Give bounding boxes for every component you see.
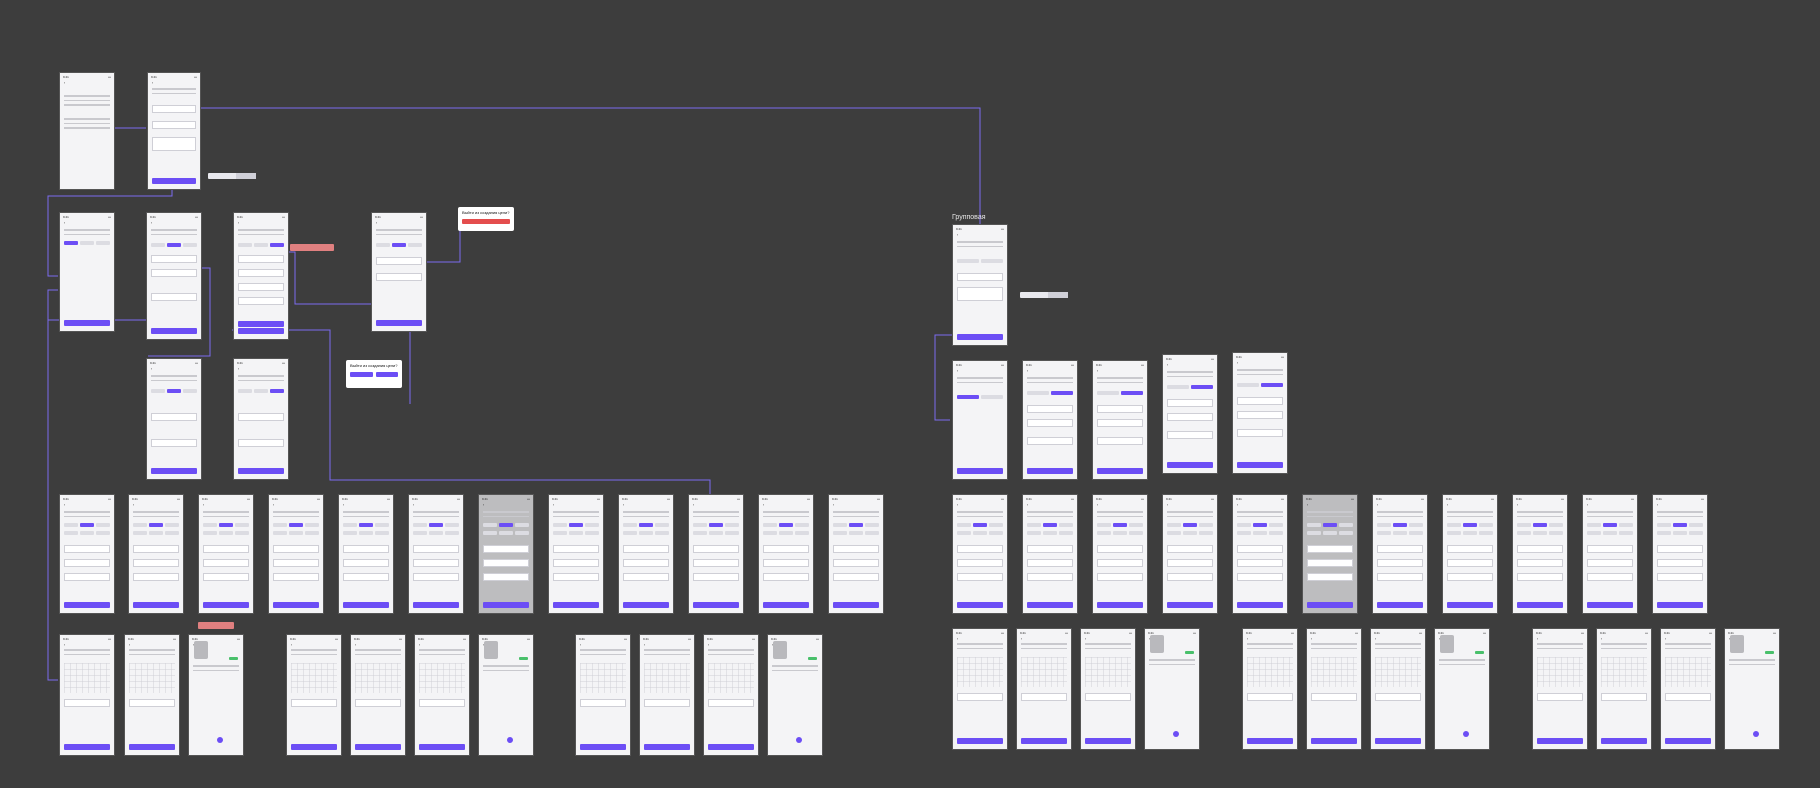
screen-frame[interactable]: 9:41•••‹ [128,494,184,614]
screen-frame[interactable]: 9:41•••‹ [338,494,394,614]
screen-frame[interactable]: 9:41•••‹ [1016,628,1072,750]
screen-frame[interactable]: 9:41•••‹ [548,494,604,614]
screen-frame[interactable]: 9:41•••‹ [703,634,759,756]
screen-frame[interactable]: 9:41•••‹ [1306,628,1362,750]
screen-frame[interactable]: 9:41•••‹ [618,494,674,614]
screen-frame[interactable]: 9:41•••‹ [575,634,631,756]
screen-frame[interactable]: 9:41•••‹ [1302,494,1358,614]
screen-frame[interactable]: 9:41•••‹ [1162,354,1218,474]
toggle-component [1020,292,1068,298]
screen-frame[interactable]: 9:41•••‹ [1532,628,1588,750]
screen-frame[interactable]: 9:41••• ‹ [146,212,202,340]
screen-frame[interactable]: 9:41•••‹ [268,494,324,614]
screen-frame[interactable]: 9:41•••‹ [350,634,406,756]
section-label: Групповая [952,214,986,221]
exit-dialog: Выйти из создания цели? [346,360,402,388]
screen-frame[interactable]: 9:41•••‹ [1596,628,1652,750]
screen-frame[interactable]: 9:41•••‹ [828,494,884,614]
delete-button[interactable] [462,219,510,224]
screen-frame[interactable]: 9:41••• ‹ [233,358,289,480]
screen-frame[interactable]: 9:41•••‹ [758,494,814,614]
screen-frame[interactable]: 9:41•••‹ [952,494,1008,614]
screen-frame[interactable]: 9:41•••‹ [124,634,180,756]
screen-frame[interactable]: 9:41•••‹ [1442,494,1498,614]
screen-frame[interactable]: 9:41••• ‹ [59,72,115,190]
screen-frame[interactable]: 9:41•••‹ [1512,494,1568,614]
screen-frame[interactable]: 9:41•••‹ [198,494,254,614]
toggle-component [208,173,256,179]
confirm-button[interactable] [375,372,398,377]
dialog-title: Выйти из создания цели? [462,210,510,215]
screen-frame[interactable]: 9:41•••‹ [1080,628,1136,750]
annotation-tag [198,622,234,629]
screen-frame[interactable]: 9:41•••‹ [286,634,342,756]
annotation-tag [290,244,334,251]
screen-frame[interactable]: 9:41••• ‹ [147,72,201,190]
screen-frame[interactable]: 9:41••• ‹ [233,212,289,340]
screen-frame[interactable]: 9:41•••‹ [688,494,744,614]
screen-frame[interactable]: 9:41•••‹ [1652,494,1708,614]
screen-frame[interactable]: 9:41•••‹ [1022,360,1078,480]
screen-frame[interactable]: 9:41•••‹ [1724,628,1780,750]
screen-frame[interactable]: 9:41•••‹ [1144,628,1200,750]
screen-frame[interactable]: 9:41•••‹ [478,634,534,756]
screen-frame[interactable]: 9:41•••‹ [1434,628,1490,750]
screen-frame[interactable]: 9:41•••‹ [59,634,115,756]
screen-frame[interactable]: 9:41••• ‹ [952,224,1008,346]
screen-frame[interactable]: 9:41•••‹ [1092,360,1148,480]
dialog-title: Выйти из создания цели? [350,363,398,368]
screen-frame[interactable]: 9:41•••‹ [1370,628,1426,750]
screen-frame[interactable]: 9:41••• ‹ [371,212,427,332]
screen-frame[interactable]: 9:41•••‹ [1092,494,1148,614]
screen-frame[interactable]: 9:41•••‹ [414,634,470,756]
screen-frame[interactable]: 9:41•••‹ [478,494,534,614]
screen-frame[interactable]: 9:41•••‹ [952,360,1008,480]
screen-frame[interactable]: 9:41•••‹ [1242,628,1298,750]
screen-frame[interactable]: 9:41•••‹ [1022,494,1078,614]
screen-frame[interactable]: 9:41•••‹ [1232,352,1288,474]
screen-frame[interactable]: 9:41•••‹ [639,634,695,756]
screen-frame[interactable]: 9:41•••‹ [1162,494,1218,614]
screen-frame[interactable]: 9:41•••‹ [952,628,1008,750]
screen-frame[interactable]: 9:41•••‹ [188,634,244,756]
screen-frame[interactable]: 9:41•••‹ [767,634,823,756]
screen-frame[interactable]: 9:41•••‹ [59,494,115,614]
screen-frame[interactable]: 9:41•••‹ [408,494,464,614]
screen-frame[interactable]: 9:41•••‹ [1232,494,1288,614]
screen-frame[interactable]: 9:41•••‹ [1372,494,1428,614]
screen-frame[interactable]: 9:41••• ‹ [59,212,115,332]
screen-frame[interactable]: 9:41••• ‹ [146,358,202,480]
screen-frame[interactable]: 9:41•••‹ [1660,628,1716,750]
cancel-button[interactable] [350,372,373,377]
screen-frame[interactable]: 9:41•••‹ [1582,494,1638,614]
delete-dialog: Выйти из создания цели? [458,207,514,231]
